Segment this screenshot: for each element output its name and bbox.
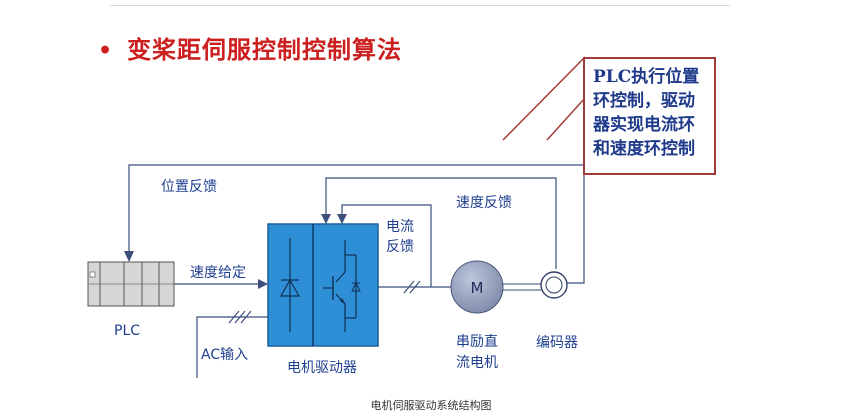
- motor-phase-mark-2: [409, 280, 421, 294]
- callout-line: PLC执行位置: [593, 67, 700, 87]
- speed-feedback-label: 速度反馈: [456, 195, 512, 211]
- motor-label-2: 流电机: [456, 355, 498, 371]
- ac-phase-mark-2: [234, 310, 246, 324]
- callout-line: 和速度环控制: [593, 139, 695, 159]
- position-feedback-line: [128, 164, 584, 255]
- position-feedback-label: 位置反馈: [161, 179, 217, 195]
- position-feedback-arrow: [124, 251, 134, 262]
- plc-block: [87, 261, 175, 307]
- encoder-symbol: [540, 271, 568, 299]
- motor-label-1: 串励直: [456, 334, 498, 350]
- ac-input-label: AC输入: [201, 347, 249, 363]
- motor-driver-label: 电机驱动器: [287, 360, 357, 376]
- callout-pointer-line-1: [502, 56, 586, 141]
- encoder-position-wire: [567, 165, 585, 284]
- slide-title: • 变桨距伺服控制控制算法: [98, 30, 402, 65]
- callout-box: PLC执行位置 环控制，驱动 器实现电流环 和速度环控制: [583, 57, 716, 175]
- speed-feedback-line: [325, 177, 557, 269]
- motor-phase-mark-1: [403, 280, 415, 294]
- speed-setpoint-arrow: [258, 279, 268, 289]
- current-feedback-arrow: [337, 214, 347, 224]
- motor-driver-block: [267, 223, 379, 347]
- current-feedback-label-2: 反馈: [386, 239, 414, 255]
- plc-label: PLC: [114, 323, 141, 339]
- bullet-icon: •: [98, 38, 114, 64]
- header-divider: [110, 5, 730, 6]
- ac-input-line: [196, 316, 268, 378]
- speed-setpoint-label: 速度给定: [190, 265, 246, 281]
- encoder-label: 编码器: [536, 335, 578, 351]
- ac-phase-mark-1: [228, 310, 240, 324]
- callout-pointer-line-2: [546, 97, 586, 141]
- figure-caption: 电机伺服驱动系统结构图: [370, 399, 492, 412]
- callout-line: 器实现电流环: [593, 115, 695, 135]
- motor-symbol: [450, 260, 504, 314]
- callout-line: 环控制，驱动: [593, 91, 695, 111]
- motor-symbol-text: M: [471, 279, 484, 297]
- encoder-inner-ring: [545, 276, 563, 294]
- slide-title-text: 变桨距伺服控制控制算法: [127, 35, 403, 64]
- speed-feedback-arrow: [321, 214, 331, 224]
- igbt-icon: [323, 240, 361, 332]
- current-feedback-line: [341, 204, 432, 287]
- ac-phase-mark-3: [240, 310, 252, 324]
- diode-icon: [279, 238, 301, 332]
- current-feedback-label-1: 电流: [386, 219, 414, 235]
